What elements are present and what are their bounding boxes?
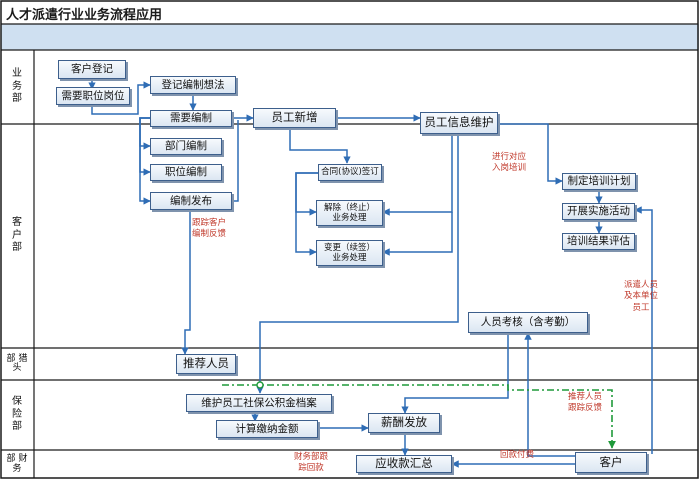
note-line: 推荐人员 xyxy=(568,392,603,402)
node-maintain-archive: 维护员工社保公积金档案 xyxy=(186,394,332,412)
node-customer-register: 客户登记 xyxy=(58,60,126,79)
lane-char: 业 xyxy=(12,68,22,80)
lane-label-client: 客户部 xyxy=(2,126,32,346)
note-line: 跟踪客户 xyxy=(192,218,227,228)
lane-char: 客 xyxy=(12,217,22,229)
node-contract-sign: 合同(协议)签订 xyxy=(318,164,382,181)
flow-info-to-terminate xyxy=(382,134,453,216)
note-training-intro: 进行对应入岗培训 xyxy=(492,152,526,175)
lane-char: 部 xyxy=(12,93,22,105)
node-assessment: 人员考核（含考勤） xyxy=(468,312,588,333)
node-salary: 薪酬发放 xyxy=(368,413,440,433)
flow-needs-to-dept xyxy=(139,117,151,150)
flow-contract-to-terminate xyxy=(295,172,318,216)
flow-assessment-to-salary xyxy=(401,334,509,414)
lane-char: 部 xyxy=(12,421,22,433)
node-customer: 客户 xyxy=(575,452,647,473)
flow-contract-to-change xyxy=(295,172,318,256)
lane-char: 头 xyxy=(12,363,22,373)
flow-needs-to-post xyxy=(139,117,151,176)
note-dispatch-staff: 派遣人员及本单位员工 xyxy=(624,280,658,314)
node-post-plan: 职位编制 xyxy=(150,164,222,181)
lane-label-insurance: 保险部 xyxy=(2,382,32,448)
node-receivable: 应收款汇总 xyxy=(356,455,452,473)
node-register-plan: 登记编制想法 xyxy=(150,76,236,94)
note-line: 踪回款 xyxy=(298,463,324,474)
change-line-2: 业务处理 xyxy=(332,253,367,263)
lane-char: 部 xyxy=(6,353,16,364)
note-line: 员工 xyxy=(632,302,650,313)
flow-needs-to-publish xyxy=(139,117,151,205)
flow-info-to-archive xyxy=(256,134,459,394)
lane-char: 部 xyxy=(12,242,22,254)
node-employee-info: 员工信息维护 xyxy=(420,112,498,134)
flow-newemp-to-contract xyxy=(289,128,351,164)
archive-junction-dot xyxy=(256,381,264,389)
note-finance-track: 财务部跟踪回款 xyxy=(294,452,328,475)
node-needs-plan: 需要编制 xyxy=(150,110,232,127)
lane-char: 险 xyxy=(12,408,22,420)
flow-publish-to-newemp xyxy=(232,120,239,202)
note-line: 回款付费 xyxy=(500,450,535,460)
flow-info-to-change xyxy=(382,212,453,256)
lane-char: 猎 xyxy=(18,353,28,364)
lane-char: 财 xyxy=(18,454,28,465)
dash-recommend-to-customer xyxy=(222,384,616,449)
lane-char: 务 xyxy=(12,80,22,92)
note-line: 及本单位 xyxy=(624,291,659,302)
lane-char: 部 xyxy=(6,454,16,465)
node-change: 变更（续签） 业务处理 xyxy=(316,240,383,266)
note-line: 进行对应 xyxy=(492,152,527,162)
lane-char: 保 xyxy=(12,396,22,408)
note-line: 派遣人员 xyxy=(624,280,659,290)
header-band xyxy=(1,24,699,50)
change-line-1: 变更（续签） xyxy=(323,242,375,253)
terminate-line-2: 业务处理 xyxy=(332,213,367,223)
node-training-eval: 培训结果评估 xyxy=(562,233,635,250)
lane-label-business: 业务部 xyxy=(2,52,32,122)
node-terminate: 解除（终止） 业务处理 xyxy=(316,200,383,226)
flow-info-to-training xyxy=(498,123,563,185)
lane-char: 务 xyxy=(12,463,22,474)
lane-label-headhunter: 部 猎头 xyxy=(2,349,32,379)
lane-char: 户 xyxy=(12,229,22,241)
note-line: 编制反馈 xyxy=(192,229,227,240)
node-dept-plan: 部门编制 xyxy=(150,138,222,155)
terminate-line-1: 解除（终止） xyxy=(323,202,375,213)
flow-publish-to-recommend xyxy=(181,210,191,355)
note-payment-back: 回款付费 xyxy=(500,450,534,461)
note-track-feedback: 跟踪客户编制反馈 xyxy=(192,218,226,241)
lane-label-finance: 部 财务 xyxy=(2,451,32,478)
node-training-plan: 制定培训计划 xyxy=(562,173,636,190)
note-line: 跟踪反馈 xyxy=(568,403,603,414)
flow-customer-to-assessment xyxy=(524,332,575,457)
node-job-position: 需要职位岗位 xyxy=(56,87,130,105)
node-recommend: 推荐人员 xyxy=(176,354,236,374)
node-new-employee: 员工新增 xyxy=(253,108,336,128)
node-publish-plan: 编制发布 xyxy=(150,192,232,210)
note-line: 财务部跟 xyxy=(294,452,329,462)
node-calc-payment: 计算缴纳金额 xyxy=(216,420,318,438)
diagram-title: 人才派遣行业业务流程应用 xyxy=(6,8,163,23)
note-line: 入岗培训 xyxy=(492,163,527,174)
flow-customer-to-training xyxy=(634,206,653,454)
note-recommend-feedback: 推荐人员跟踪反馈 xyxy=(568,392,602,415)
flow-job-to-plan xyxy=(91,81,151,115)
node-training-run: 开展实施活动 xyxy=(562,203,635,220)
